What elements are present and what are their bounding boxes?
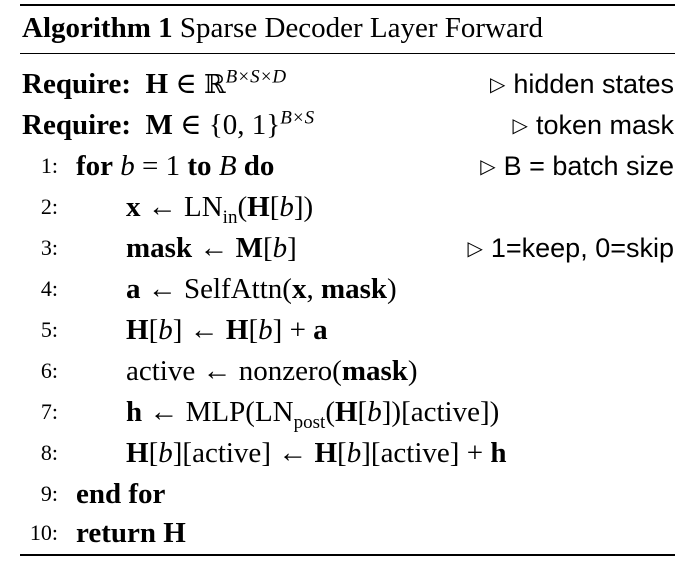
line-body: x ← LNin(H[b]) [126, 191, 314, 228]
line-body: active ← nonzero(mask) [126, 355, 418, 387]
comment: ▷B = batch size [480, 151, 674, 181]
line-number: 2: [40, 194, 58, 219]
triangle-right-icon: ▷ [489, 72, 506, 96]
line-body: return H [76, 517, 186, 549]
algo-line-7: 7: h ← MLP(LNpost(H[b])[active]) [0, 392, 688, 432]
line-body: a ← SelfAttn(x, mask) [126, 273, 397, 305]
require-hidden-states: Require: H ∈ ℝB×S×D ▷hidden states [0, 64, 688, 104]
line-number: 3: [40, 235, 58, 260]
algo-line-8: 8: H[b][active] ← H[b][active] + h [0, 433, 688, 473]
triangle-right-icon: ▷ [467, 236, 483, 260]
line-body: end for [76, 478, 166, 510]
algo-line-2: 2: x ← LNin(H[b]) [0, 187, 688, 227]
line-number: 7: [40, 399, 58, 424]
bottom-rule [20, 554, 675, 556]
line-number: 5: [40, 317, 58, 342]
line-body: H[b] ← H[b] + a [126, 314, 328, 346]
algo-line-1: 1: for b = 1 to B do ▷B = batch size [0, 146, 688, 186]
line-body: for b = 1 to B do [76, 150, 275, 182]
line-body: h ← MLP(LNpost(H[b])[active]) [126, 396, 500, 433]
algo-line-10: 10: return H [0, 513, 688, 553]
line-number: 6: [40, 358, 58, 383]
algo-line-6: 6: active ← nonzero(mask) [0, 351, 688, 391]
algo-line-5: 5: H[b] ← H[b] + a [0, 310, 688, 350]
algorithm-label: Algorithm 1 [22, 12, 173, 44]
require-body: Require: H ∈ ℝB×S×D [22, 66, 287, 100]
algo-line-4: 4: a ← SelfAttn(x, mask) [0, 269, 688, 309]
triangle-right-icon: ▷ [512, 113, 528, 137]
comment: ▷token mask [512, 110, 674, 140]
algo-line-3: 3: mask ← M[b] ▷1=keep, 0=skip [0, 228, 688, 268]
top-rule [20, 4, 675, 6]
algo-line-9: 9: end for [0, 474, 688, 514]
line-number: 8: [40, 440, 58, 465]
line-number: 10: [29, 520, 58, 545]
line-number: 1: [40, 153, 58, 178]
line-number: 4: [40, 276, 58, 301]
caption-rule [20, 53, 675, 54]
algorithm-title: Sparse Decoder Layer Forward [179, 12, 544, 44]
algorithm-caption: Algorithm 1 Sparse Decoder Layer Forward [22, 10, 543, 46]
line-number: 9: [40, 481, 58, 506]
require-body: Require: M ∈ {0, 1}B×S [22, 107, 315, 141]
comment: ▷hidden states [489, 69, 674, 99]
line-body: mask ← M[b] [126, 232, 297, 264]
require-token-mask: Require: M ∈ {0, 1}B×S ▷token mask [0, 105, 688, 145]
line-body: H[b][active] ← H[b][active] + h [126, 437, 507, 469]
triangle-right-icon: ▷ [480, 154, 496, 178]
comment: ▷1=keep, 0=skip [467, 233, 674, 263]
